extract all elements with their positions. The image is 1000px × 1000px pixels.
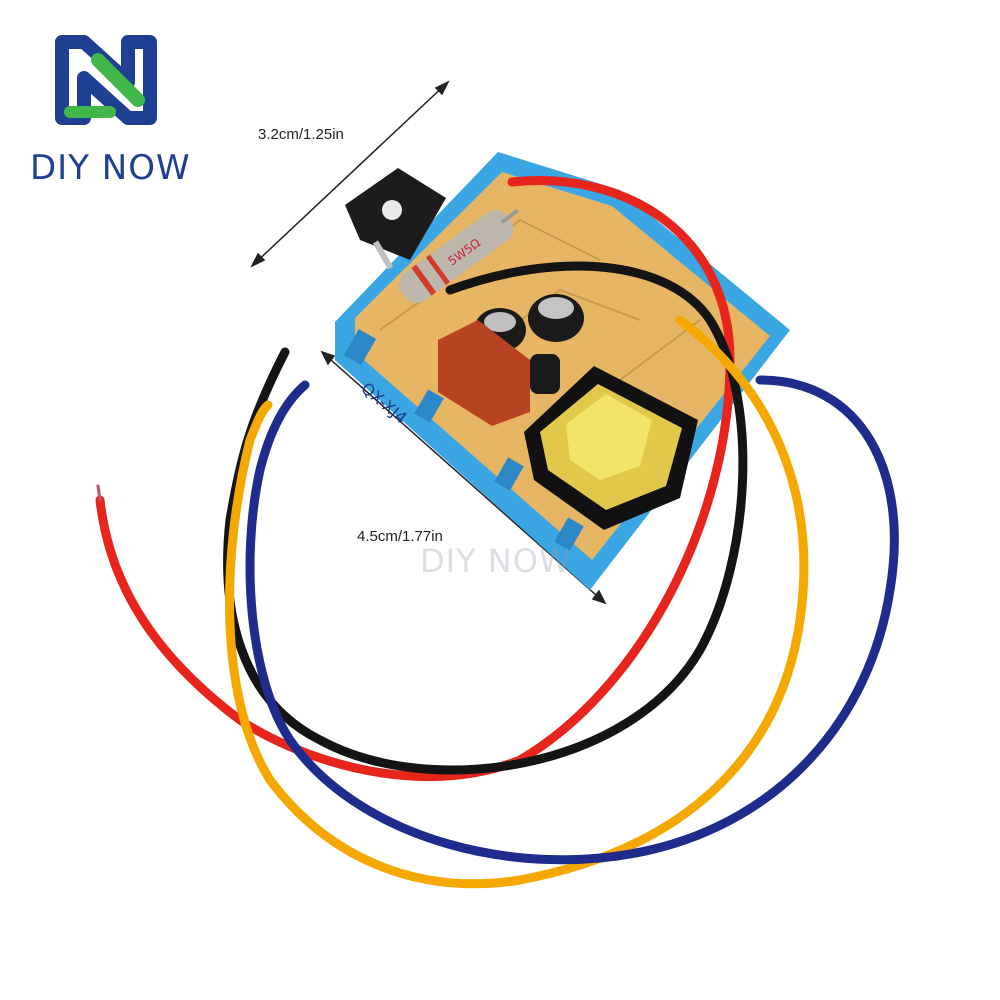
brand-name: DIY NOW — [30, 148, 191, 188]
electrolytic-capacitors — [474, 294, 584, 352]
wire-yellow — [225, 315, 809, 889]
wire-black — [223, 261, 748, 775]
length-dimension-arrow — [320, 350, 607, 605]
small-transistor — [530, 354, 560, 394]
power-transistor — [345, 168, 446, 270]
wires — [95, 176, 899, 889]
film-capacitor — [438, 320, 530, 426]
diy-now-logo-icon — [55, 35, 157, 125]
width-dimension-label: 3.2cm/1.25in — [258, 126, 344, 143]
wire-red — [95, 176, 735, 782]
width-dimension-arrow — [250, 80, 450, 268]
transformer — [524, 366, 698, 530]
watermark-text: DIY NOW — [420, 542, 572, 580]
length-dimension-label: 4.5cm/1.77in — [357, 528, 443, 545]
wire-blue — [245, 375, 899, 865]
